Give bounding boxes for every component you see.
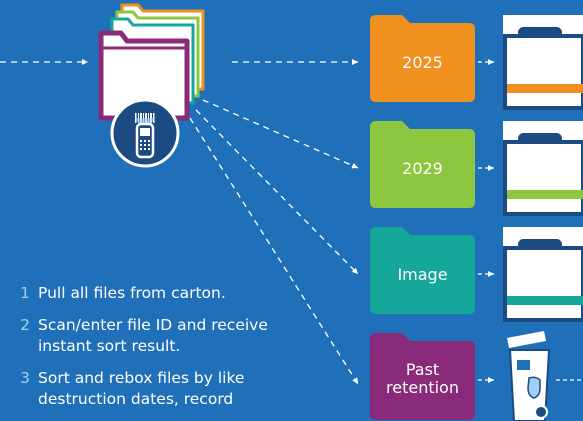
folder-label-2029: 2029 (402, 159, 443, 178)
folder-label-past-retention: Past retention (386, 360, 459, 397)
step-list: 1 Pull all files from carton. 2 Scan/ent… (8, 283, 298, 421)
folder-label-image: Image (397, 265, 448, 284)
storage-box-icon (503, 121, 583, 216)
step-number: 2 (20, 316, 30, 334)
file-folder-stack-icon (98, 3, 205, 121)
arrow-to-folder-2029 (202, 99, 359, 169)
step-text: Scan/enter file ID and receive instant s… (38, 316, 268, 355)
storage-box-icon (503, 227, 583, 322)
storage-box-icon (503, 15, 583, 110)
arrow-to-folder-image (195, 109, 359, 275)
folder-2025 (370, 15, 475, 102)
step-text: Pull all files from carton. (38, 284, 226, 302)
shred-bin-icon (507, 331, 551, 421)
step-number: 1 (20, 284, 30, 302)
folder-label-2025: 2025 (402, 53, 443, 72)
folder-2029 (370, 121, 475, 208)
folder-image (370, 227, 475, 314)
step-item: 3 Sort and rebox files by like destructi… (8, 368, 298, 410)
folder-past-retention (370, 333, 475, 420)
step-item: 2 Scan/enter file ID and receive instant… (8, 315, 298, 357)
step-text: Sort and rebox files by like destruction… (38, 369, 245, 408)
arrow-to-folder-past-retention (189, 117, 359, 385)
barcode-scanner-icon (110, 98, 180, 168)
step-number: 3 (20, 369, 30, 387)
step-item: 1 Pull all files from carton. (8, 283, 298, 304)
